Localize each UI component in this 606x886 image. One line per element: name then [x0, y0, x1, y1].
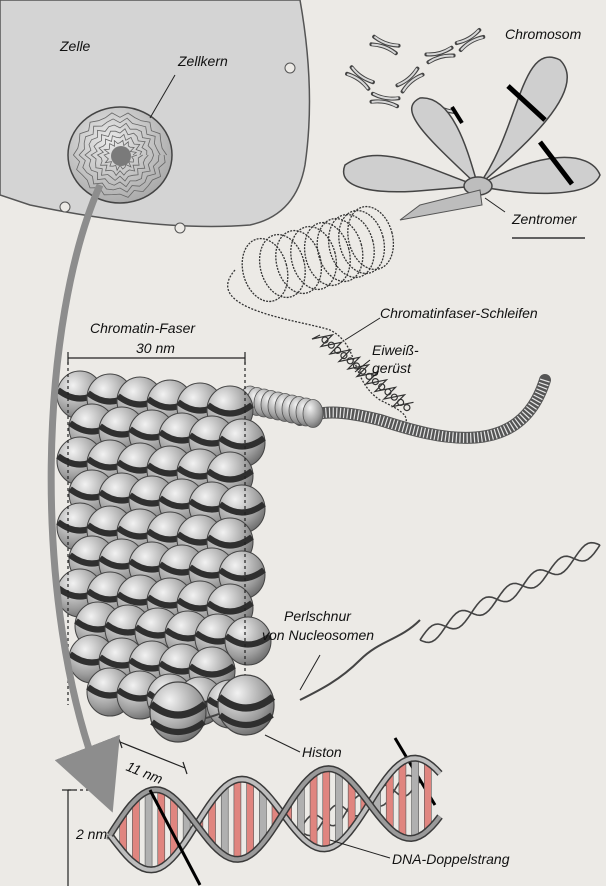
label-dna-width: 2 nm	[76, 826, 107, 842]
base-pair	[335, 771, 342, 843]
small-chromosome	[347, 67, 373, 88]
small-chromosome	[372, 94, 399, 106]
base-pair	[234, 780, 241, 860]
label-cell: Zelle	[60, 38, 90, 54]
label-dna-double-strand: DNA-Doppelstrang	[392, 851, 510, 867]
label-protein-scaffold-2: gerüst	[372, 360, 411, 376]
cell-membrane-pore	[175, 223, 185, 233]
label-chromatin-loops: Chromatinfaser-Schleifen	[380, 305, 538, 321]
label-nucleosomes-2: von Nucleosomen	[262, 627, 374, 643]
small-chromosome	[397, 69, 422, 92]
scaffold-node	[341, 353, 347, 359]
label-protein-scaffold-1: Eiweiß-	[372, 342, 419, 358]
base-pair	[221, 787, 228, 855]
cell-shape	[0, 0, 309, 226]
nucleolus	[111, 146, 131, 166]
chromatin-loop	[269, 225, 328, 298]
scaffold-node	[404, 405, 410, 411]
chromatin-loop	[284, 221, 343, 294]
solenoid-tail-bead	[303, 400, 323, 428]
label-nucleosomes-1: Perlschnur	[284, 608, 351, 624]
free-dna-helix	[300, 543, 600, 836]
chromosome-arms	[347, 67, 373, 88]
chromatin-loop	[253, 229, 312, 302]
base-pair	[247, 781, 254, 856]
base-pair	[132, 800, 139, 864]
base-pair	[424, 762, 431, 830]
label-centromere: Zentromer	[512, 211, 577, 227]
cell-membrane-pore	[60, 202, 70, 212]
base-pair	[158, 790, 165, 867]
chromatin-loop	[341, 201, 400, 274]
label-histone: Histon	[302, 744, 342, 760]
base-pair	[145, 791, 152, 870]
chromatin-loop	[310, 213, 369, 286]
base-pair	[399, 762, 406, 836]
small-chromosome	[426, 48, 453, 62]
cell-membrane-pore	[285, 63, 295, 73]
label-chromosome: Chromosom	[505, 26, 581, 42]
chromosome-arms	[457, 30, 484, 50]
base-pair	[323, 769, 330, 849]
chromatid-taper	[400, 190, 482, 220]
chromatin-fiber-30nm	[57, 371, 323, 728]
chromosome-arms	[397, 69, 422, 92]
base-pair	[412, 758, 419, 838]
chromatin-loop	[235, 233, 294, 306]
label-nucleus: Zellkern	[178, 53, 228, 69]
label-fiber-width: 30 nm	[136, 340, 175, 356]
label-chromatin-fiber: Chromatin-Faser	[90, 320, 195, 336]
base-pair	[310, 775, 317, 846]
small-chromosome	[457, 30, 484, 50]
small-chromosome	[371, 37, 398, 53]
